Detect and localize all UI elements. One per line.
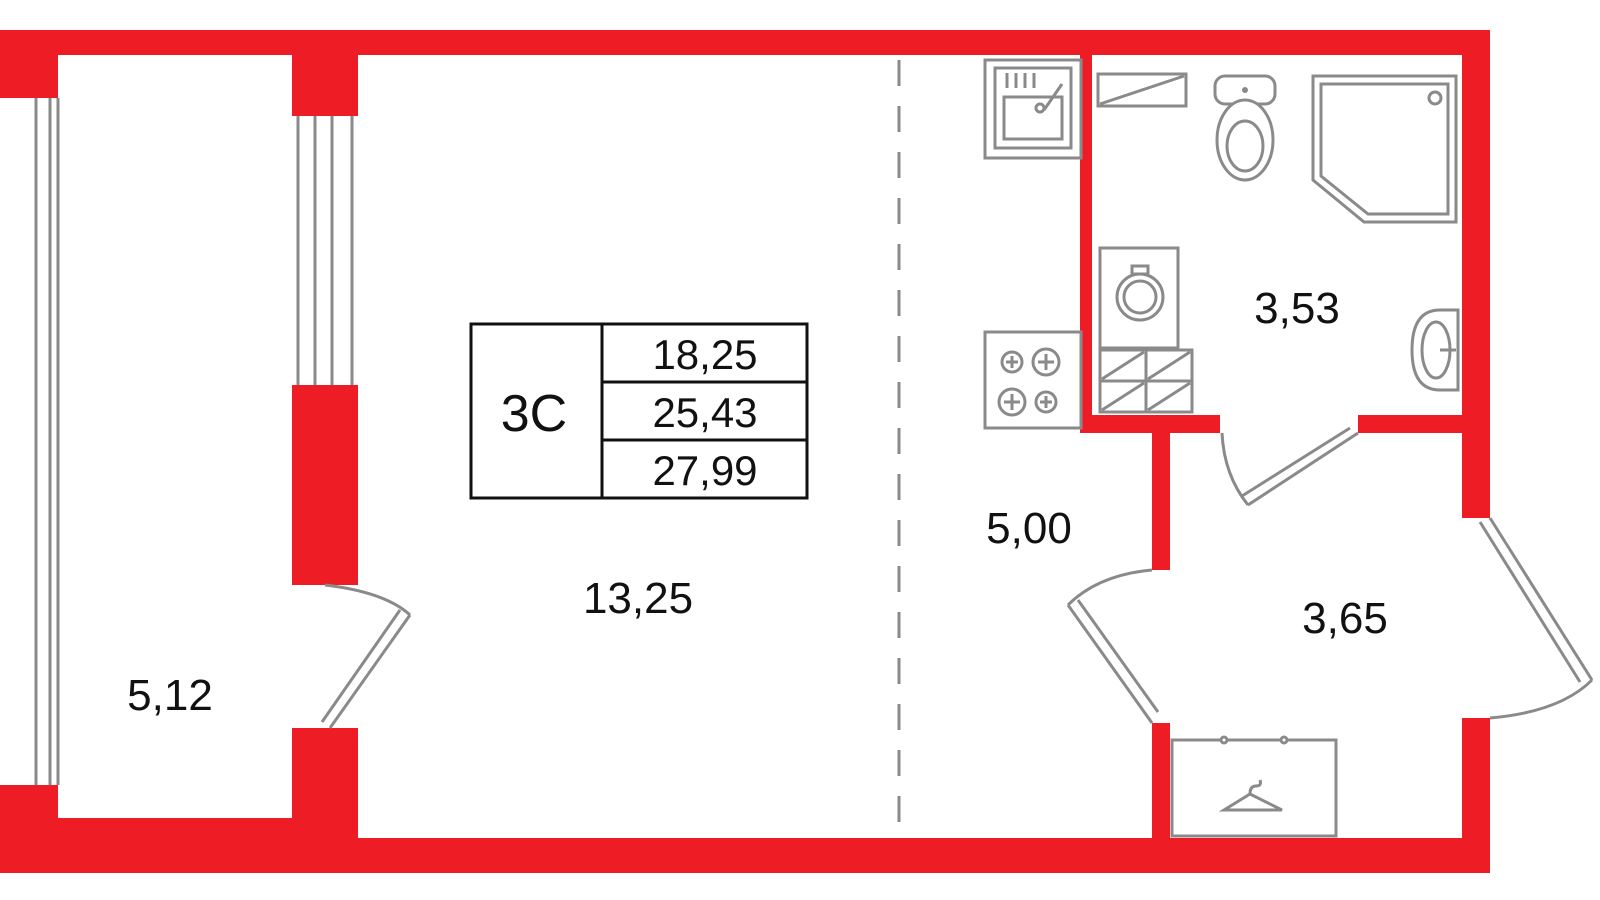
ventilation-shaft: [1096, 72, 1188, 108]
total-area-value: 25,43: [652, 389, 757, 436]
washbasin-icon: [1410, 308, 1460, 392]
living-area-value: 18,25: [652, 331, 757, 378]
washing-machine-icon: [1098, 246, 1180, 350]
stove-icon: [983, 330, 1083, 430]
room-area-living-room: 13,25: [583, 574, 693, 623]
balcony-glazing: [34, 98, 60, 785]
room-area-bathroom: 3,53: [1254, 284, 1340, 333]
toilet-icon: [1213, 74, 1277, 182]
entrance-door: [1478, 517, 1594, 720]
walls: [0, 30, 1490, 873]
window: [296, 116, 354, 385]
area-summary-table: 3С 18,25 25,43 27,99: [469, 322, 809, 500]
total-with-balcony-value: 27,99: [652, 447, 757, 494]
apartment-type-label: 3С: [501, 385, 567, 443]
room-area-kitchen: 5,00: [986, 504, 1072, 553]
bathroom-door: [1220, 426, 1359, 507]
kitchen-door: [1066, 568, 1160, 724]
room-area-balcony: 5,12: [127, 671, 213, 720]
sink-icon: [983, 58, 1083, 160]
balcony-door: [320, 583, 412, 729]
shower-icon: [1311, 74, 1458, 224]
water-heater: [1098, 348, 1194, 414]
hanger-icon: [1170, 735, 1338, 838]
room-area-hallway: 3,65: [1302, 594, 1388, 643]
